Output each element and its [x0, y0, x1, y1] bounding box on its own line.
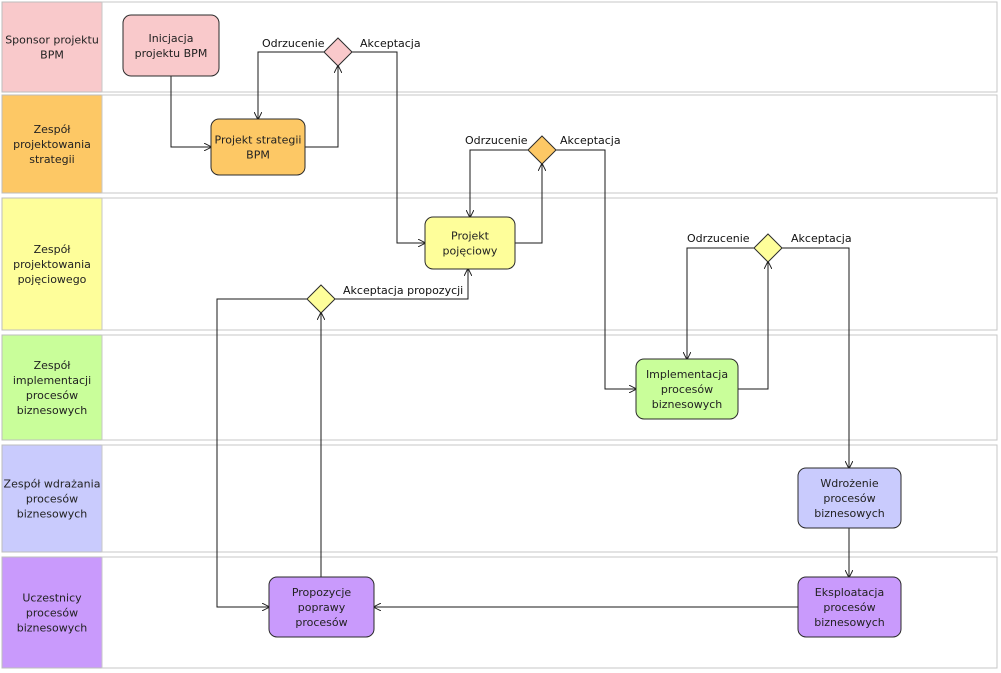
edge-d2-reject-to-concept	[470, 149, 528, 217]
lane-body-sponsor	[101, 1, 998, 93]
edge-d1-reject-to-strategy	[258, 51, 324, 119]
lane-header-strategy	[1, 94, 103, 194]
decision-d2	[527, 135, 557, 165]
edge-label-d2-reject: Odrzucenie	[465, 134, 528, 147]
edge-d4-accept-to-concept	[335, 269, 468, 300]
activity-box-strategy_project	[210, 118, 306, 176]
decision-d1	[323, 37, 353, 67]
edge-label-d4-accept: Akceptacja propozycji	[343, 284, 463, 297]
lane-body-implementation	[101, 334, 998, 441]
activity-box-concept_project	[424, 216, 516, 270]
edge-impl-to-d3	[738, 262, 768, 390]
edge-d3-accept-to-deploy	[782, 247, 849, 468]
edge-concept-to-d2	[515, 164, 542, 244]
edge-label-d3-reject: Odrzucenie	[687, 232, 750, 245]
activity-box-exploit	[797, 576, 902, 638]
activity-box-impl	[635, 358, 739, 420]
edge-d4-loop-to-proposals	[216, 298, 307, 607]
edge-strategy-to-d1	[305, 66, 338, 148]
lane-header-concept	[1, 197, 103, 331]
edge-label-d2-accept: Akceptacja	[560, 134, 621, 147]
activity-box-proposals	[268, 576, 375, 638]
decision-d3	[753, 233, 783, 263]
edge-label-d1-reject: Odrzucenie	[262, 37, 325, 50]
edge-init-to-strategy	[170, 76, 211, 147]
lane-header-deployment	[1, 444, 103, 553]
edge-d3-reject-to-impl	[687, 247, 754, 359]
decision-d4	[306, 284, 336, 314]
edge-label-d1-accept: Akceptacja	[360, 37, 421, 50]
activity-box-init	[122, 14, 220, 77]
lane-header-implementation	[1, 334, 103, 441]
activity-box-deploy	[797, 467, 902, 529]
decision-gateways	[306, 37, 783, 314]
edge-d2-accept-to-impl	[556, 149, 636, 389]
edge-d1-accept-to-concept	[352, 51, 425, 243]
edges	[170, 51, 849, 607]
lane-header-participants	[1, 556, 103, 669]
edge-label-d3-accept: Akceptacja	[791, 232, 852, 245]
lane-header-sponsor	[1, 1, 103, 93]
lane-body-concept	[101, 197, 998, 331]
